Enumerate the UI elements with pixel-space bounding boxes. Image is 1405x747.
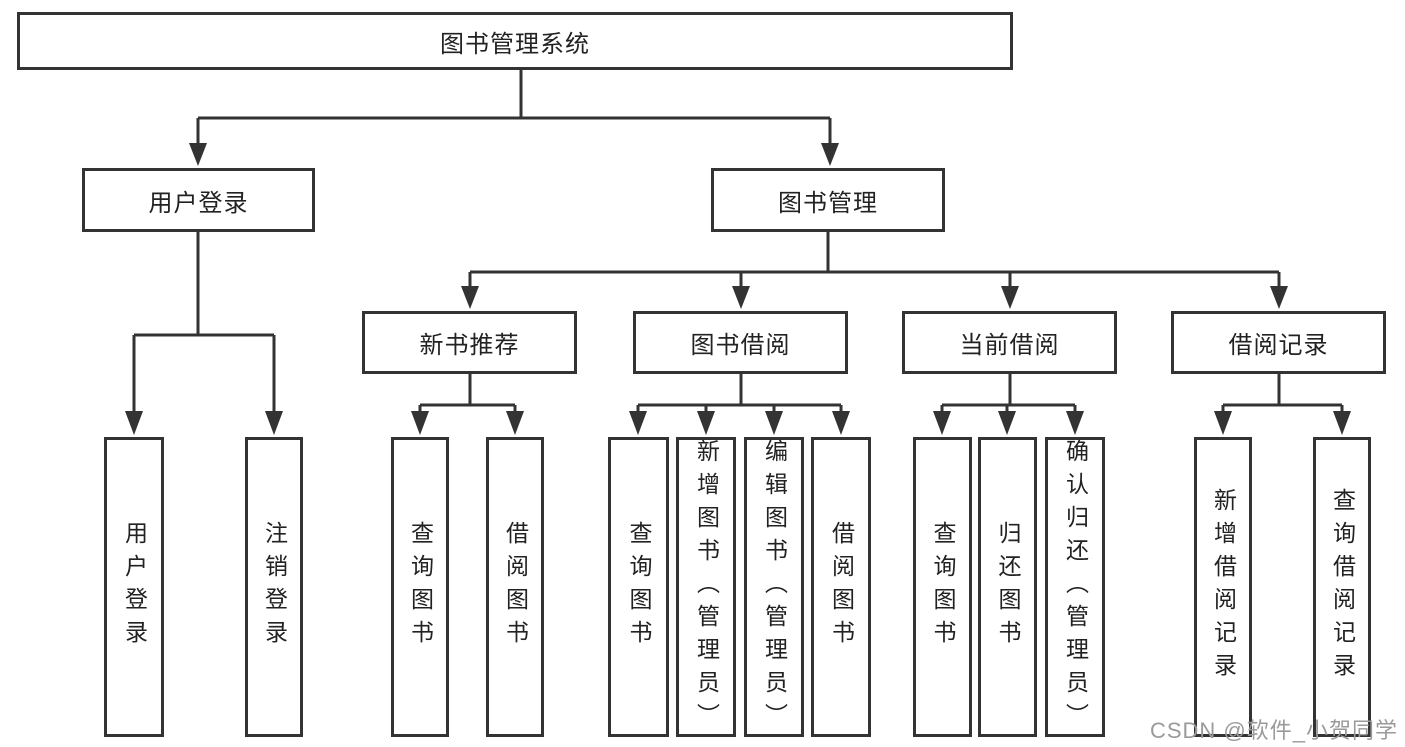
leaf-logout: 注销登录 — [245, 437, 303, 737]
leaf-label: 查询借阅记录 — [1329, 488, 1356, 686]
node-borrow-records: 借阅记录 — [1171, 311, 1386, 374]
node-label: 新书推荐 — [419, 332, 520, 359]
arrow-icon — [1066, 411, 1084, 435]
leaf-add-borrow-record: 新增借阅记录 — [1194, 437, 1252, 737]
connector-current-split — [940, 374, 1077, 415]
connector-root-to-level2 — [196, 70, 832, 147]
leaf-label: 用户登录 — [121, 521, 148, 653]
node-label: 图书管理系统 — [440, 30, 590, 58]
leaf-query-borrow-record: 查询借阅记录 — [1313, 437, 1371, 737]
leaf-edit-book-admin: 编辑图书（管理员） — [744, 437, 804, 737]
arrow-icon — [765, 411, 783, 435]
leaf-label: 查询图书 — [930, 521, 956, 653]
leaf-borrow-books-borrowing: 借阅图书 — [811, 437, 871, 737]
connector-userlogin-split — [132, 232, 276, 415]
arrow-icon — [1270, 286, 1288, 309]
node-library-management-system: 图书管理系统 — [17, 12, 1013, 70]
leaf-label: 查询图书 — [407, 521, 434, 653]
leaf-label: 注销登录 — [261, 521, 288, 653]
leaf-label: 编辑图书（管理员） — [761, 438, 788, 736]
connector-records-split — [1221, 374, 1344, 415]
arrowheads — [125, 143, 1351, 435]
arrow-icon — [411, 411, 429, 435]
leaf-user-login: 用户登录 — [104, 437, 164, 737]
arrow-icon — [832, 411, 850, 435]
leaf-return-books: 归还图书 — [978, 437, 1037, 737]
arrow-icon — [821, 143, 839, 166]
leaf-query-books-borrowing: 查询图书 — [608, 437, 669, 737]
connector-newbook-split — [418, 374, 517, 415]
node-label: 当前借阅 — [959, 332, 1060, 359]
arrow-icon — [1214, 411, 1232, 435]
arrow-icon — [933, 411, 951, 435]
node-book-management: 图书管理 — [711, 168, 945, 232]
leaf-query-books-current: 查询图书 — [913, 437, 972, 737]
connector-bookmgmt-to-level3 — [468, 232, 1281, 290]
arrow-icon — [125, 411, 143, 435]
arrow-icon — [265, 411, 283, 435]
leaf-label: 借阅图书 — [828, 521, 855, 653]
csdn-watermark: CSDN @软件_小贺同学 — [1149, 718, 1398, 743]
leaf-label: 查询图书 — [626, 521, 652, 653]
arrow-icon — [189, 143, 207, 166]
arrow-icon — [461, 286, 479, 309]
node-label: 借阅记录 — [1228, 332, 1329, 359]
node-current-borrowing: 当前借阅 — [902, 311, 1117, 374]
leaf-label: 新增借阅记录 — [1210, 488, 1237, 686]
leaf-add-book-admin: 新增图书（管理员） — [676, 437, 736, 737]
node-label: 用户登录 — [148, 189, 249, 217]
leaf-label: 新增图书（管理员） — [693, 438, 720, 736]
arrow-icon — [506, 411, 524, 435]
connector-borrowing-split — [636, 374, 843, 415]
leaf-borrow-books-recommend: 借阅图书 — [486, 437, 544, 737]
leaf-label: 确认归还（管理员） — [1062, 438, 1089, 736]
arrow-icon — [998, 411, 1016, 435]
node-label: 图书管理 — [778, 189, 878, 217]
arrow-icon — [697, 411, 715, 435]
arrow-icon — [629, 411, 647, 435]
arrow-icon — [1333, 411, 1351, 435]
node-new-book-recommend: 新书推荐 — [362, 311, 577, 374]
node-book-borrowing: 图书借阅 — [633, 311, 848, 374]
leaf-label: 归还图书 — [995, 521, 1021, 653]
arrow-icon — [1001, 286, 1019, 309]
node-user-login: 用户登录 — [82, 168, 315, 232]
leaf-confirm-return-admin: 确认归还（管理员） — [1045, 437, 1105, 737]
leaf-label: 借阅图书 — [502, 521, 529, 653]
leaf-query-books-recommend: 查询图书 — [391, 437, 449, 737]
arrow-icon — [732, 286, 750, 309]
node-label: 图书借阅 — [690, 332, 791, 359]
